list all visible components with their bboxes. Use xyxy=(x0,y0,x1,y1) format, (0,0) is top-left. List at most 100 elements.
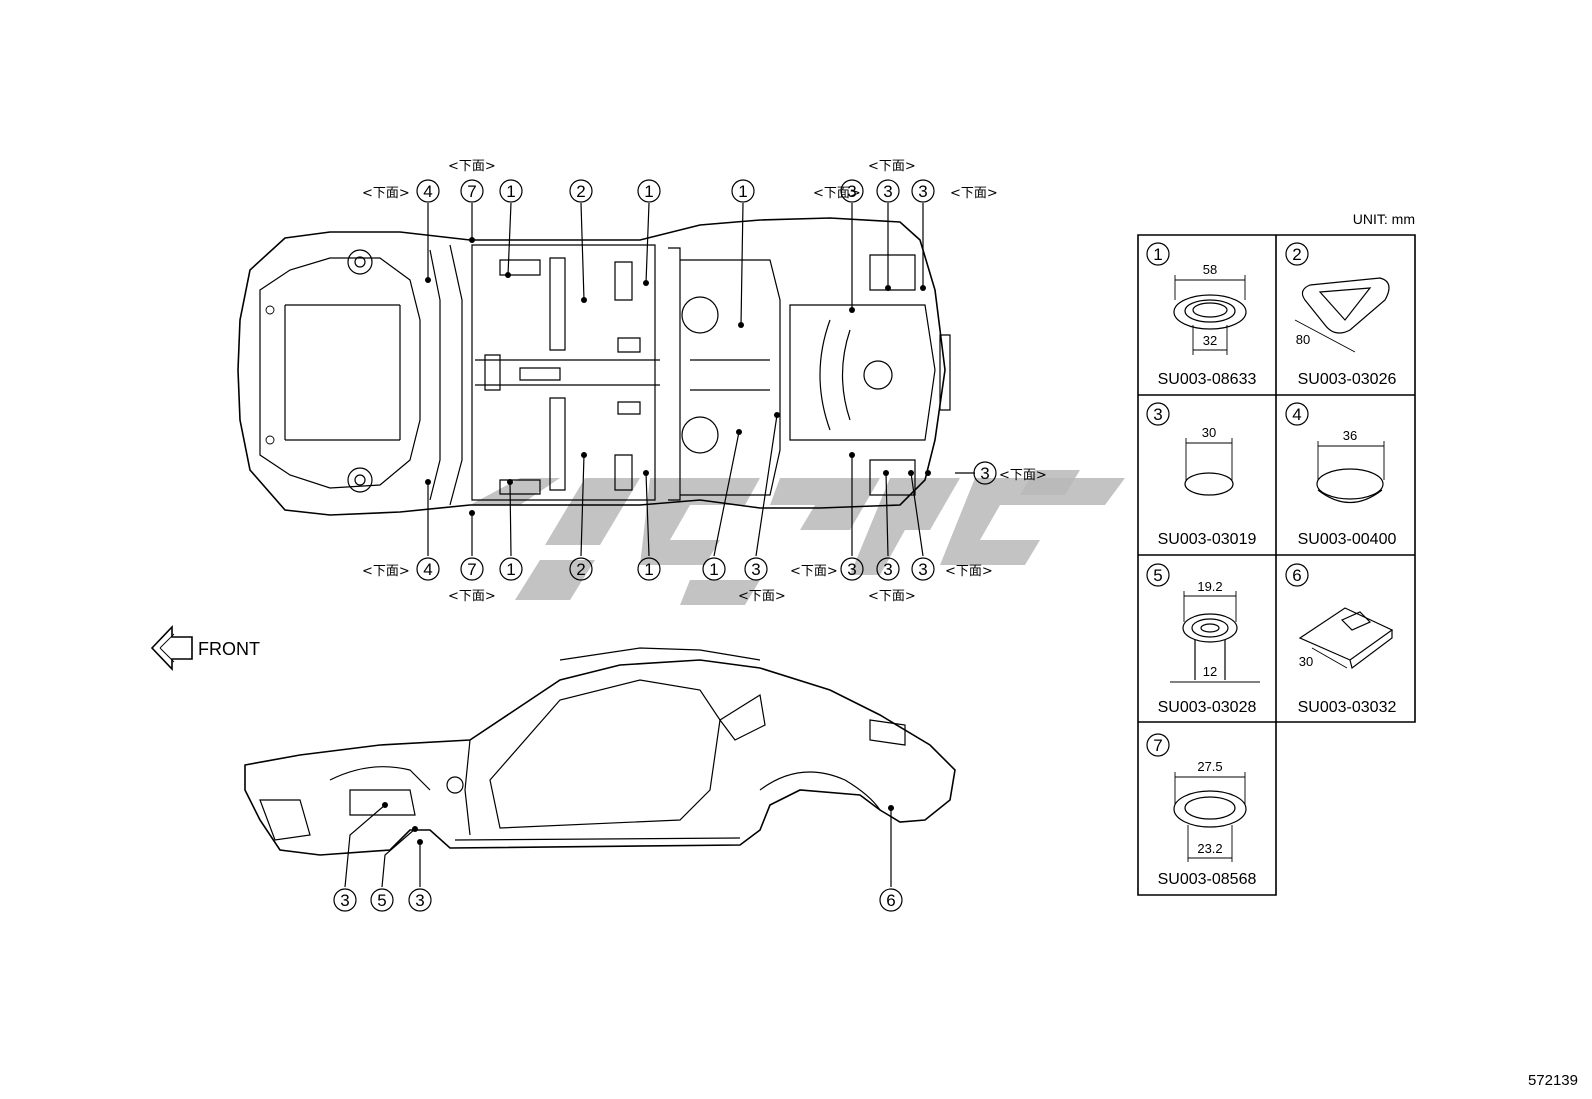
underside-note: <下面> xyxy=(448,159,496,174)
svg-text:3: 3 xyxy=(847,182,856,201)
callout-circle: 3 xyxy=(840,179,864,203)
svg-text:1: 1 xyxy=(506,182,515,201)
svg-text:1: 1 xyxy=(506,560,515,579)
svg-text:3: 3 xyxy=(918,560,927,579)
underbody-plan-view xyxy=(237,217,951,516)
callout-circle: 3 xyxy=(744,557,768,581)
dim-label: 32 xyxy=(1203,333,1217,348)
part-cell-1: 1 58 32 SU003-08633 xyxy=(1146,242,1257,388)
dim-label: 30 xyxy=(1202,425,1216,440)
underside-note: <下面> xyxy=(813,186,861,201)
callout-circle: 3 xyxy=(333,888,357,912)
part-number: SU003-00400 xyxy=(1298,531,1397,548)
part-number: SU003-08568 xyxy=(1158,871,1257,888)
side-leader-lines xyxy=(344,802,894,888)
dim-label: 58 xyxy=(1203,262,1217,277)
dim-label: 27.5 xyxy=(1197,759,1222,774)
svg-text:4: 4 xyxy=(1292,405,1301,424)
underside-note: <下面> xyxy=(448,589,496,604)
callout-circle: 6 xyxy=(879,888,903,912)
part-cell-7: 7 27.5 23.2 SU003-08568 xyxy=(1146,733,1257,888)
callout-circle: 3 xyxy=(840,557,864,581)
svg-text:1: 1 xyxy=(738,182,747,201)
watermark-logo xyxy=(470,470,1125,605)
svg-text:4: 4 xyxy=(423,560,432,579)
callout-circle: 7 xyxy=(460,557,484,581)
part-cell-6: 6 30 SU003-03032 xyxy=(1285,563,1397,716)
callout-circle: 3 xyxy=(876,179,900,203)
svg-text:1: 1 xyxy=(644,560,653,579)
svg-text:6: 6 xyxy=(1292,566,1301,585)
dim-label: 23.2 xyxy=(1197,841,1222,856)
svg-text:6: 6 xyxy=(886,891,895,910)
underside-note: <下面> xyxy=(950,186,998,201)
callout-circle: 2 xyxy=(569,179,593,203)
svg-text:5: 5 xyxy=(1153,566,1162,585)
part-cell-2: 2 80 SU003-03026 xyxy=(1285,242,1397,388)
side-body-view xyxy=(244,647,956,856)
part-number: SU003-03026 xyxy=(1298,371,1397,388)
callout-circle: 1 xyxy=(731,179,755,203)
underside-note: <下面> xyxy=(868,589,916,604)
svg-text:3: 3 xyxy=(980,464,989,483)
svg-text:3: 3 xyxy=(883,182,892,201)
callout-circle: 3 xyxy=(973,461,997,485)
svg-text:3: 3 xyxy=(918,182,927,201)
svg-text:3: 3 xyxy=(847,560,856,579)
underside-note: <下面> xyxy=(362,186,410,201)
svg-text:4: 4 xyxy=(423,182,432,201)
callout-circle: 2 xyxy=(569,557,593,581)
part-number: SU003-03019 xyxy=(1158,531,1257,548)
svg-text:3: 3 xyxy=(340,891,349,910)
callout-circle: 3 xyxy=(408,888,432,912)
part-cell-3: 3 30 SU003-03019 xyxy=(1146,402,1257,548)
callout-circle: 1 xyxy=(637,557,661,581)
underside-note: <下面> xyxy=(790,564,838,579)
part-number: SU003-03028 xyxy=(1158,699,1257,716)
unit-label: UNIT: mm xyxy=(1353,211,1415,227)
callout-circle: 3 xyxy=(911,557,935,581)
callout-circle: 1 xyxy=(637,179,661,203)
callout-circle: 4 xyxy=(416,557,440,581)
callout-circle: 3 xyxy=(876,557,900,581)
parts-table: 1 58 32 SU003-08633 2 80 SU003-03026 3 3… xyxy=(1137,234,1416,896)
side-callouts: 3 5 3 6 xyxy=(333,888,903,912)
dim-label: 12 xyxy=(1203,664,1217,679)
underside-note: <下面> xyxy=(945,564,993,579)
plan-top-callouts: <下面> <下面> <下面> <下面> <下面> 4 7 1 2 1 1 3 3… xyxy=(362,159,998,203)
part-number: SU003-03032 xyxy=(1298,699,1397,716)
front-label: FRONT xyxy=(198,639,260,659)
svg-text:3: 3 xyxy=(1153,405,1162,424)
svg-text:2: 2 xyxy=(576,560,585,579)
dim-label: 30 xyxy=(1299,654,1313,669)
dim-label: 80 xyxy=(1296,332,1310,347)
svg-text:3: 3 xyxy=(751,560,760,579)
part-number: SU003-08633 xyxy=(1158,371,1257,388)
figure-number: 572139 xyxy=(1528,1072,1578,1089)
svg-text:7: 7 xyxy=(467,182,476,201)
svg-text:2: 2 xyxy=(1292,245,1301,264)
svg-text:5: 5 xyxy=(377,891,386,910)
callout-circle: 4 xyxy=(416,179,440,203)
underside-note: <下面> xyxy=(868,159,916,174)
callout-circle: 1 xyxy=(499,179,523,203)
callout-circle: 3 xyxy=(911,179,935,203)
callout-circle: 1 xyxy=(499,557,523,581)
svg-text:3: 3 xyxy=(883,560,892,579)
svg-text:1: 1 xyxy=(1153,245,1162,264)
plan-bottom-callouts: <下面> <下面> <下面> <下面> <下面> <下面> 4 7 1 2 1 … xyxy=(362,461,1047,604)
svg-text:1: 1 xyxy=(709,560,718,579)
svg-text:7: 7 xyxy=(1153,736,1162,755)
svg-text:1: 1 xyxy=(644,182,653,201)
callout-circle: 5 xyxy=(370,888,394,912)
underside-note: <下面> xyxy=(999,468,1047,483)
callout-circle: 7 xyxy=(460,179,484,203)
dim-label: 36 xyxy=(1343,428,1357,443)
callout-circle: 1 xyxy=(702,557,726,581)
part-cell-5: 5 19.2 12 SU003-03028 xyxy=(1146,563,1260,716)
svg-text:2: 2 xyxy=(576,182,585,201)
underside-note: <下面> xyxy=(362,564,410,579)
svg-text:7: 7 xyxy=(467,560,476,579)
svg-text:3: 3 xyxy=(415,891,424,910)
